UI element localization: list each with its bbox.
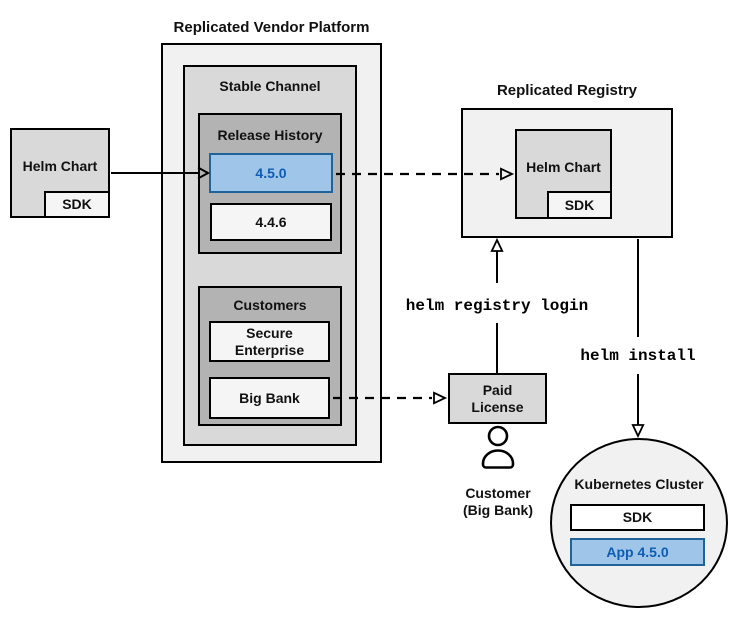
replicated-registry-title: Replicated Registry bbox=[496, 82, 638, 99]
arrow-registry-to-cluster bbox=[631, 239, 645, 439]
customer-caption-line2: (Big Bank) bbox=[463, 502, 533, 518]
paid-license-box: Paid License bbox=[448, 373, 547, 424]
cluster-app-box: App 4.5.0 bbox=[570, 538, 705, 566]
secure-enterprise-label: Secure Enterprise bbox=[234, 324, 305, 358]
release-450-label: 4.5.0 bbox=[255, 164, 287, 181]
cluster-app-label: App 4.5.0 bbox=[606, 543, 669, 560]
release-node-446: 4.4.6 bbox=[210, 203, 332, 241]
command-helm-install: helm install bbox=[580, 347, 696, 365]
registry-helm-chart-label: Helm Chart bbox=[526, 158, 601, 175]
customer-caption-line1: Customer bbox=[465, 485, 531, 501]
source-helm-chart-label: Helm Chart bbox=[22, 157, 98, 174]
release-history-title: Release History bbox=[217, 127, 323, 143]
release-node-450: 4.5.0 bbox=[209, 153, 333, 193]
person-icon bbox=[481, 425, 515, 469]
registry-sdk-label: SDK bbox=[564, 196, 595, 213]
source-sdk-box: SDK bbox=[44, 191, 110, 218]
customers-title: Customers bbox=[233, 297, 307, 313]
cluster-sdk-box: SDK bbox=[570, 504, 705, 531]
cluster-sdk-label: SDK bbox=[622, 509, 653, 525]
release-446-label: 4.4.6 bbox=[255, 213, 287, 230]
customer-node-big-bank: Big Bank bbox=[209, 377, 330, 419]
customer-node-secure-enterprise: Secure Enterprise bbox=[209, 321, 330, 362]
stable-channel-title: Stable Channel bbox=[219, 78, 321, 94]
customer-caption: Customer (Big Bank) bbox=[438, 485, 558, 519]
kubernetes-cluster-title: Kubernetes Cluster bbox=[574, 476, 704, 492]
registry-sdk-box: SDK bbox=[547, 191, 612, 219]
big-bank-label: Big Bank bbox=[239, 389, 300, 406]
paid-license-label: Paid License bbox=[471, 381, 524, 415]
command-helm-registry-login: helm registry login bbox=[405, 297, 589, 315]
source-sdk-label: SDK bbox=[62, 196, 92, 212]
vendor-platform-title: Replicated Vendor Platform bbox=[173, 19, 370, 36]
